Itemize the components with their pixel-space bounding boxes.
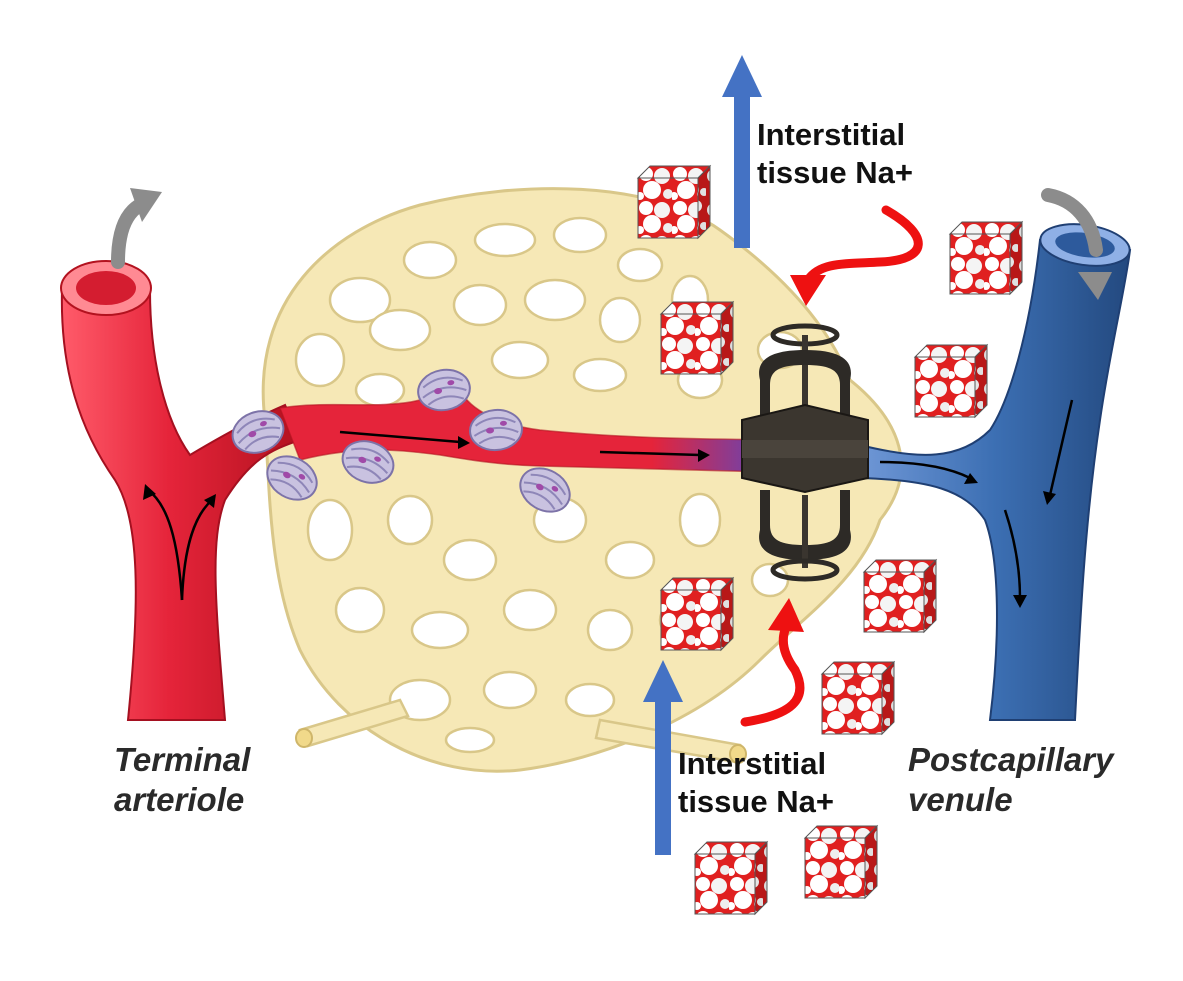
screw-clamp-icon xyxy=(741,323,869,582)
na-label-bottom-line2: tissue Na+ xyxy=(678,783,834,819)
terminal-arteriole-label-line2: arteriole xyxy=(114,781,245,819)
gray-flow-arrows xyxy=(111,188,1112,300)
na-label-bottom: Interstitial tissue Na+ xyxy=(678,745,834,821)
terminal-arteriole xyxy=(60,260,302,721)
na-label-top-line1: Interstitial xyxy=(757,117,906,152)
na-label-top: Interstitial tissue Na+ xyxy=(757,116,913,192)
red-pressure-arrows xyxy=(740,205,923,727)
na-label-top-line2: tissue Na+ xyxy=(757,154,913,190)
postcapillary-venule-label: Postcapillary venule xyxy=(908,740,1113,821)
terminal-arteriole-label: Terminal arteriole xyxy=(114,740,250,821)
terminal-arteriole-label-line1: Terminal xyxy=(114,741,251,778)
postcapillary-venule-label-line1: Postcapillary xyxy=(908,741,1114,778)
na-label-bottom-line1: Interstitial xyxy=(678,746,827,781)
blue-flow-arrows xyxy=(643,55,762,855)
postcapillary-venule-label-line2: venule xyxy=(908,781,1013,819)
